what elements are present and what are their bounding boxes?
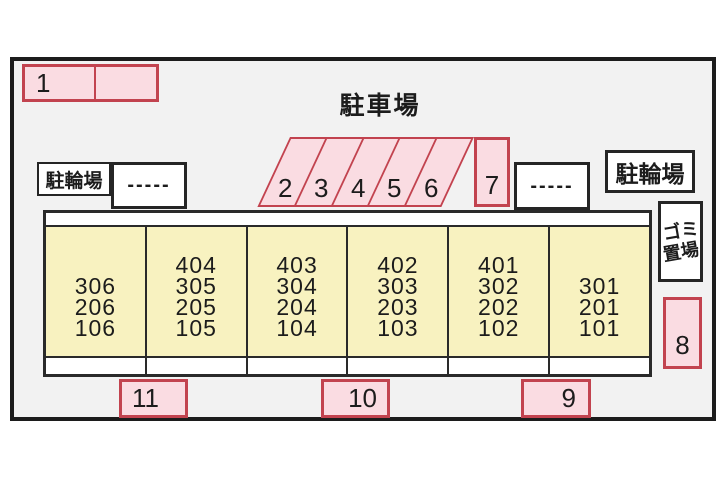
room-number: 101 [578, 315, 621, 341]
space-label: 1 [36, 67, 51, 98]
room-number: 403 [276, 252, 318, 278]
parking-space-8: 8 [663, 297, 702, 369]
building-unit-4: 402 303 203 103 [348, 227, 450, 356]
room-number: 301 [578, 273, 621, 299]
room-number: 404 [175, 252, 217, 278]
corridor-segment [449, 358, 551, 374]
building-unit-3: 403 304 204 104 [248, 227, 349, 356]
parking-space-11: 11 [119, 379, 188, 418]
room-number: 204 [276, 294, 318, 320]
room-number: 306 [74, 273, 117, 299]
building-unit-1: 306 206 106 [46, 227, 147, 356]
space-label: 9 [561, 383, 576, 413]
room-number: 104 [276, 315, 318, 341]
room-number: 302 [478, 273, 520, 299]
room-number: 401 [478, 252, 520, 278]
building-corridor-top [46, 213, 649, 227]
corridor-segment [147, 358, 248, 374]
parking-space-10: 10 [321, 379, 390, 418]
corridor-segment [348, 358, 450, 374]
slanted-parking-row: 2 3 4 5 6 [257, 137, 474, 207]
space-label: 3 [314, 173, 329, 203]
building-unit-5: 401 302 202 102 [449, 227, 551, 356]
parking-space-1-cell [96, 67, 156, 99]
space-label: 5 [387, 173, 402, 203]
page-title: 駐車場 [339, 92, 421, 120]
apartment-building: 306 206 106 404 305 205 105 403 304 204 … [43, 210, 652, 377]
bicycle-parking-left: 駐輪場 [37, 162, 111, 196]
building-unit-6: 301 201 101 [550, 227, 649, 356]
room-number: 203 [377, 294, 419, 320]
building-units-row: 306 206 106 404 305 205 105 403 304 204 … [46, 227, 649, 356]
room-number: 205 [175, 294, 217, 320]
room-number: 105 [175, 315, 217, 341]
room-number: 102 [478, 315, 520, 341]
room-number: 201 [578, 294, 621, 320]
corridor-segment [248, 358, 349, 374]
room-number: 303 [377, 273, 419, 299]
space-label: 2 [277, 173, 293, 203]
parking-space-1: 1 [22, 64, 159, 102]
garbage-area: ゴミ 置場 [658, 201, 703, 282]
space-label: 10 [348, 383, 377, 413]
dash-box-right: ----- [514, 162, 590, 210]
room-number: 202 [478, 294, 520, 320]
room-number: 206 [74, 294, 117, 320]
room-number: 304 [276, 273, 318, 299]
parking-space-7: 7 [474, 137, 510, 207]
dash-box-left: ----- [111, 162, 187, 209]
corridor-segment [550, 358, 649, 374]
room-number: 402 [377, 252, 419, 278]
space-label: 8 [675, 330, 690, 360]
room-number: 103 [377, 315, 419, 341]
parking-space-9: 9 [521, 379, 591, 418]
corridor-segment [46, 358, 147, 374]
parking-space-1-cell: 1 [25, 67, 96, 99]
space-label: 6 [423, 173, 439, 203]
room-number: 305 [175, 273, 217, 299]
building-unit-2: 404 305 205 105 [147, 227, 248, 356]
building-corridor-bottom [46, 356, 649, 374]
space-label: 7 [484, 170, 500, 200]
bicycle-parking-right: 駐輪場 [605, 150, 695, 193]
room-number: 106 [74, 315, 117, 341]
space-label: 11 [132, 383, 159, 413]
space-label: 4 [350, 173, 366, 203]
